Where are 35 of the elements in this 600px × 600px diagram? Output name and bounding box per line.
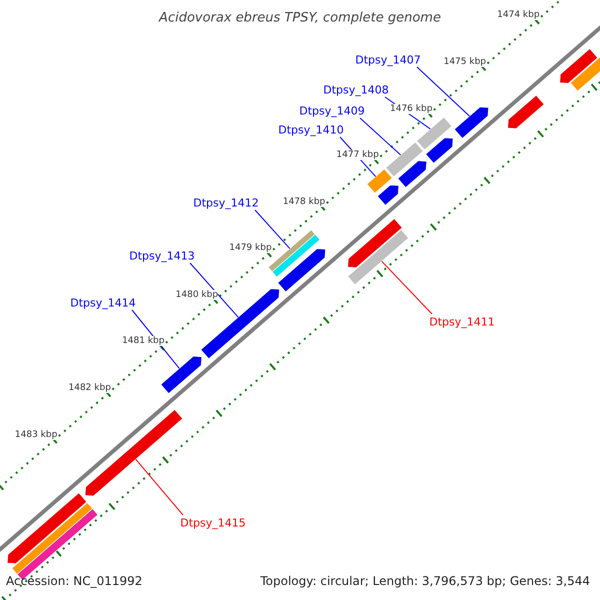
leader-line xyxy=(135,458,184,516)
leader-line xyxy=(254,210,290,250)
gene-label: Dtpsy_1412 xyxy=(193,196,259,210)
tick-label: 1482 kbp xyxy=(68,382,111,393)
leader-line xyxy=(190,262,239,318)
gene-bar xyxy=(385,142,424,178)
tick-label: 1481 kbp xyxy=(122,336,164,346)
gene-label: Dtpsy_1407 xyxy=(355,54,421,66)
gene-label: Dtpsy_1410 xyxy=(278,124,344,136)
gene-label: Dtpsy_1414 xyxy=(70,296,136,310)
gene-label: Dtpsy_1415 xyxy=(180,516,246,530)
gene-bar xyxy=(416,116,452,150)
genome-summary-text: Topology: circular; Length: 3,796,573 bp; Genes: 3,544 xyxy=(260,574,590,588)
gene-feature xyxy=(200,288,280,360)
gene-label: Dtpsy_1411 xyxy=(429,316,495,328)
gene-bar xyxy=(366,168,393,194)
gene-label: Dtpsy_1413 xyxy=(129,250,195,262)
gene-feature xyxy=(160,356,202,394)
tick-label: 1475 kbp xyxy=(444,56,486,67)
leader-line xyxy=(360,118,402,156)
accession-text: Accession: NC_011992 xyxy=(6,574,142,588)
tick-label: 1480 kbp xyxy=(176,290,218,300)
title: Acidovorax ebreus TPSY, complete genome xyxy=(159,10,441,26)
gene-bar xyxy=(347,229,409,286)
gene-label: Dtpsy_1409 xyxy=(299,104,365,118)
tick-label: 1477 kbp xyxy=(336,150,379,160)
leader-line xyxy=(416,66,470,117)
gene-label: Dtpsy_1408 xyxy=(323,84,389,96)
gene-feature xyxy=(84,409,183,496)
tick-label: 1476 kbp xyxy=(390,104,432,114)
tick-label: 1474 kbp xyxy=(497,10,540,20)
tick-label: 1483 kbp xyxy=(14,430,58,440)
tick-label: 1478 kbp xyxy=(282,196,326,207)
gene-feature xyxy=(454,106,489,139)
tick-label: 1479 kbp xyxy=(229,243,272,254)
